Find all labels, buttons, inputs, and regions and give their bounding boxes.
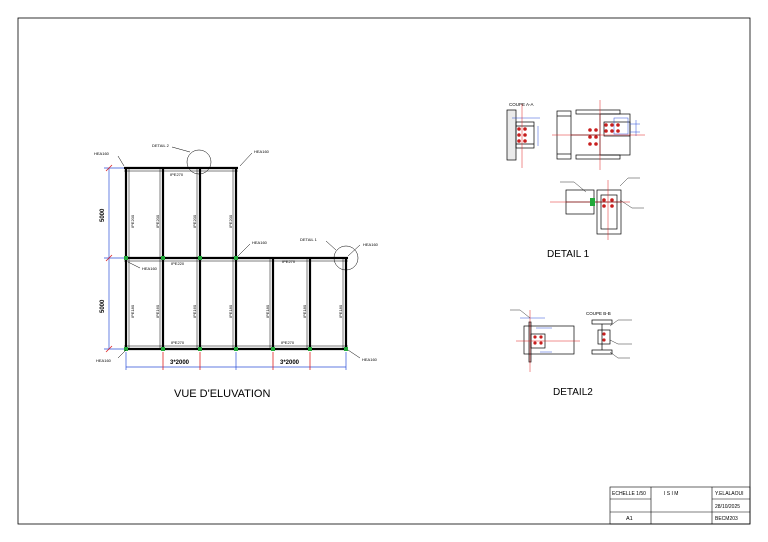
beam-label: IPE220 xyxy=(171,261,185,266)
bolt-group xyxy=(588,123,620,146)
detail2-view: COUPE B-B DET xyxy=(510,309,632,398)
detail1-section-label: COUPE A-A xyxy=(509,102,534,107)
detail2-title: DETAIL2 xyxy=(553,387,593,398)
hea160-label: HEA160 xyxy=(252,240,268,245)
hea160-label: HEA160 xyxy=(362,357,378,362)
detail1-view: COUPE A-A xyxy=(506,100,645,260)
column-label: IPE200 xyxy=(130,214,135,228)
sheet-border xyxy=(17,17,751,525)
column-label: IPE200 xyxy=(228,214,233,228)
bolt-group xyxy=(517,127,527,143)
beam-label: IPE270 xyxy=(281,340,295,345)
title-block-scale: ECHELLE 1/50 xyxy=(612,491,646,497)
dimension-span-left: 3*2000 xyxy=(170,360,190,366)
detail1-title: DETAIL 1 xyxy=(547,249,590,260)
column-label: IPE180 xyxy=(130,304,135,318)
elevation-view: HEA160 HEA160 HEA160 HEA160 HEA160 HEA16… xyxy=(94,143,379,400)
dimension-height-top: 5000 xyxy=(100,208,106,222)
dimension-span-right: 3*2000 xyxy=(280,360,300,366)
callout-circle-detail1 xyxy=(333,245,359,271)
title-block-date: 28/10/2025 xyxy=(715,504,740,510)
column-label: IPE180 xyxy=(228,304,233,318)
beam-label: IPE270 xyxy=(282,259,296,264)
column-label: IPE180 xyxy=(265,304,270,318)
hea160-label: HEA160 xyxy=(94,151,110,156)
column-label: IPE200 xyxy=(192,214,197,228)
detail2-callout-label: DETAIL 2 xyxy=(152,143,170,148)
column-label: IPE180 xyxy=(302,304,307,318)
column-label: IPE160 xyxy=(155,304,160,318)
column-label: IPE180 xyxy=(338,304,343,318)
beam-label: IPE270 xyxy=(170,172,184,177)
detail-callouts xyxy=(117,146,361,359)
title-block-school: I S I M xyxy=(664,491,678,497)
column-label: IPE200 xyxy=(155,214,160,228)
callout-circle-detail2 xyxy=(186,149,212,175)
hea160-label: HEA160 xyxy=(363,242,379,247)
column-label: IPE160 xyxy=(192,304,197,318)
elevation-title: VUE D'ELUVATION xyxy=(174,388,270,400)
hea160-label: HEA160 xyxy=(96,358,112,363)
elevation-nodes xyxy=(124,256,348,351)
beam-label: IPE270 xyxy=(171,340,185,345)
title-block-author: Y.ELALAOUI xyxy=(715,491,744,497)
title-block-code: BECM203 xyxy=(715,516,738,522)
dimension-height-bottom: 5000 xyxy=(100,299,106,313)
detail1-callout-label: DETAIL 1 xyxy=(300,237,318,242)
hea160-label: HEA160 xyxy=(254,149,270,154)
title-block: ECHELLE 1/50 I S I M Y.ELALAOUI 28/10/20… xyxy=(609,486,751,525)
detail2-section-label: COUPE B-B xyxy=(586,311,611,316)
hea160-label: HEA160 xyxy=(142,266,158,271)
title-block-format: A1 xyxy=(626,516,633,522)
